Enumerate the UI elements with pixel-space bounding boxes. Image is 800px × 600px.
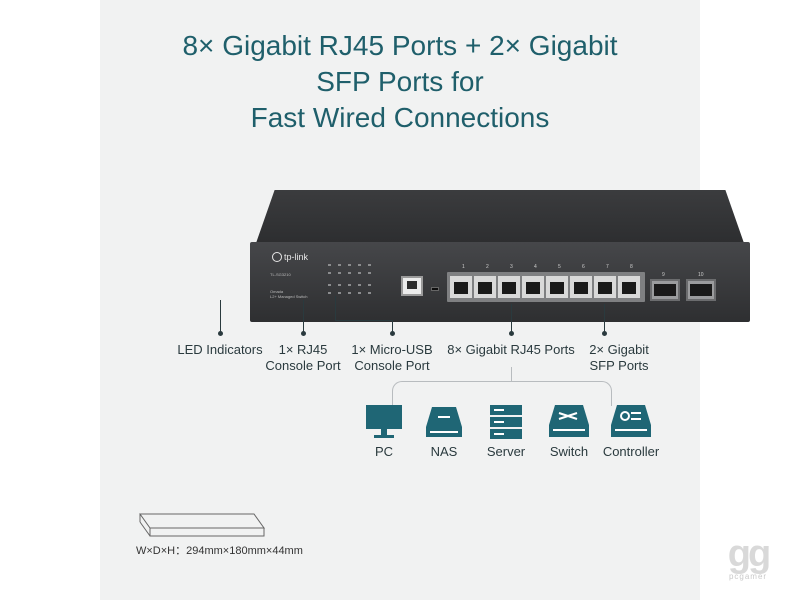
device-label-switch: Switch [549, 444, 589, 459]
port-number: 4 [534, 264, 537, 270]
product-panel: 8× Gigabit RJ45 Ports + 2× Gigabit SFP P… [100, 0, 750, 600]
rj45-port [618, 276, 640, 298]
bracket-stem [511, 367, 512, 381]
port-number: 3 [510, 264, 513, 270]
leader-dot [301, 331, 306, 336]
rj45-port [570, 276, 592, 298]
headline-line-2: SFP Ports for [316, 66, 484, 97]
pc-icon [366, 405, 402, 438]
sfp-port [686, 279, 716, 301]
micro-usb-console-port [431, 287, 439, 291]
leader-line-sfp [604, 304, 605, 334]
model-label: TL-SG3210 [270, 272, 291, 277]
rj45-port [546, 276, 568, 298]
device-label-server: Server [486, 444, 526, 459]
dimensions-text: W×D×H：294mm×180mm×44mm [136, 545, 303, 557]
led-indicators [326, 260, 380, 300]
leader-dot [390, 331, 395, 336]
gigabit-port-block [447, 272, 645, 302]
rj45-port [474, 276, 496, 298]
server-icon [490, 405, 522, 439]
port-number: 8 [630, 264, 633, 270]
leader-line-led [220, 300, 221, 334]
watermark-text: pcgamer [728, 572, 768, 581]
headline-line-3: Fast Wired Connections [250, 102, 550, 133]
port-number: 2 [486, 264, 489, 270]
headline: 8× Gigabit RJ45 Ports + 2× Gigabit SFP P… [100, 28, 700, 136]
device-label-pc: PC [374, 444, 394, 459]
left-margin [0, 0, 100, 600]
switch-icon [549, 405, 589, 437]
port-number: 1 [462, 264, 465, 270]
nas-icon [426, 407, 462, 437]
leader-dot [509, 331, 514, 336]
controller-icon [611, 405, 651, 437]
led-indicators-label: LED Indicators [177, 342, 263, 357]
device-label-controller: Controller [602, 444, 660, 459]
leader-line-gigabit [511, 304, 512, 334]
sfp-port [650, 279, 680, 301]
watermark-logo: gg [727, 533, 771, 575]
leader-line-usb-console [335, 320, 392, 321]
device-bracket [392, 381, 612, 399]
gigabit-ports-label: 8× Gigabit RJ45 Ports [447, 342, 575, 357]
rj45-port [522, 276, 544, 298]
pcgamer-watermark: gg pcgamer [718, 533, 778, 581]
tp-link-logo: tp-link [272, 252, 308, 262]
rj45-console-port [401, 276, 423, 296]
rj45-port [450, 276, 472, 298]
leader-dot [218, 331, 223, 336]
dimension-drawing-icon [139, 513, 265, 537]
bracket-stub [392, 398, 393, 406]
sfp-number: 10 [698, 272, 704, 278]
sfp-number: 9 [662, 272, 665, 278]
bracket-stub [611, 398, 612, 406]
rj45-port [498, 276, 520, 298]
leader-dot [602, 331, 607, 336]
port-number: 5 [558, 264, 561, 270]
port-number: 7 [606, 264, 609, 270]
port-number: 6 [582, 264, 585, 270]
headline-line-1: 8× Gigabit RJ45 Ports + 2× Gigabit [182, 30, 618, 61]
leader-line-rj45-console [303, 300, 304, 334]
switch-top-cover [255, 190, 745, 246]
device-label-nas: NAS [430, 444, 458, 459]
leader-line-usb-console [335, 296, 336, 320]
rj45-port [594, 276, 616, 298]
leader-line-usb-console [392, 320, 393, 334]
